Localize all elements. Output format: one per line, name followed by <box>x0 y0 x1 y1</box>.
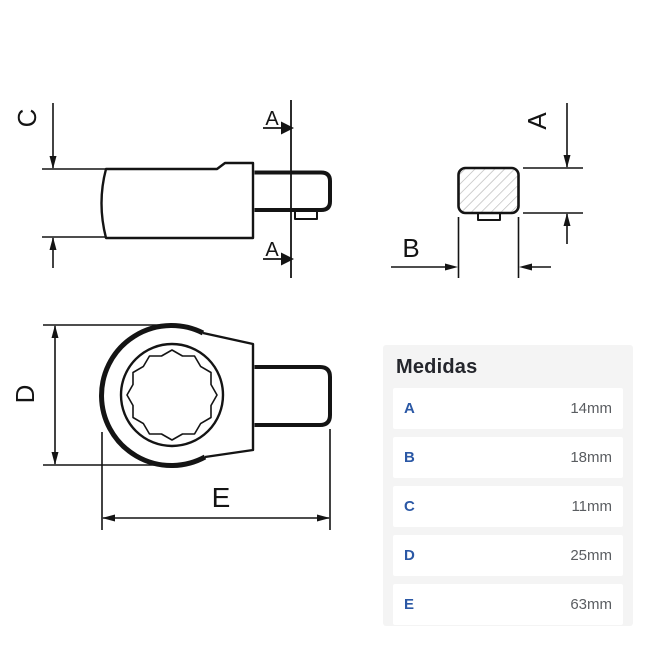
ring-inner <box>119 342 225 448</box>
table-row: D 25mm <box>393 535 623 576</box>
dim-b-extension-lines <box>457 217 520 278</box>
dim-a-arrow-down <box>563 155 571 168</box>
drive-tang-outline <box>254 170 332 212</box>
dim-b-arrow-right <box>445 263 458 271</box>
neck-outline <box>202 331 255 459</box>
table-row: A 14mm <box>393 388 623 429</box>
dim-label-b: B <box>402 233 419 263</box>
dim-e-arrow-right <box>317 514 330 522</box>
wrench-body-outline <box>100 161 255 240</box>
front-tang-outline <box>254 365 332 427</box>
row-value: 11mm <box>571 498 612 515</box>
side-view <box>42 100 332 278</box>
dim-d-arrow-up <box>51 325 59 338</box>
row-label: E <box>404 596 415 613</box>
row-value: 14mm <box>570 400 612 417</box>
row-label: C <box>404 498 415 515</box>
dim-c-arrow-down <box>49 156 57 169</box>
row-label: D <box>404 547 415 564</box>
dim-a-arrow-up <box>563 213 571 226</box>
row-value: 63mm <box>570 596 612 613</box>
section-arrow-top <box>281 121 294 135</box>
measurements-panel: Medidas A 14mm B 18mm C 11mm D 25mm E 63… <box>383 345 633 626</box>
tang-notch <box>294 211 318 220</box>
dim-e-extension-lines <box>101 429 331 530</box>
row-value: 25mm <box>570 547 612 564</box>
dim-d-extension-lines <box>43 324 178 466</box>
dim-b-arrow-left <box>519 263 532 271</box>
section-view <box>391 103 583 278</box>
row-value: 18mm <box>570 449 612 466</box>
dim-label-c: C <box>12 109 42 128</box>
section-label-top: A <box>265 108 279 130</box>
front-view <box>43 323 332 530</box>
table-row: E 63mm <box>393 584 623 625</box>
dim-e-arrow-left <box>102 514 115 522</box>
section-square-hatched <box>457 166 520 215</box>
dim-d-arrow-down <box>51 452 59 465</box>
row-label: A <box>404 400 415 417</box>
dim-label-e: E <box>212 482 231 513</box>
dim-c-arrow-up <box>49 237 57 250</box>
dim-label-d: D <box>10 385 40 404</box>
section-arrow-lines <box>263 127 281 260</box>
dim-label-a: A <box>522 112 552 130</box>
section-label-bottom: A <box>265 239 279 261</box>
dim-c-extension-lines <box>42 168 106 238</box>
section-notch <box>477 214 501 221</box>
measurements-title: Medidas <box>396 356 478 378</box>
bihex-profile <box>126 349 218 441</box>
table-row: B 18mm <box>393 437 623 478</box>
section-arrow-bottom <box>281 252 294 266</box>
dim-a-extension-lines <box>523 167 583 214</box>
table-row: C 11mm <box>393 486 623 527</box>
row-label: B <box>404 449 415 466</box>
